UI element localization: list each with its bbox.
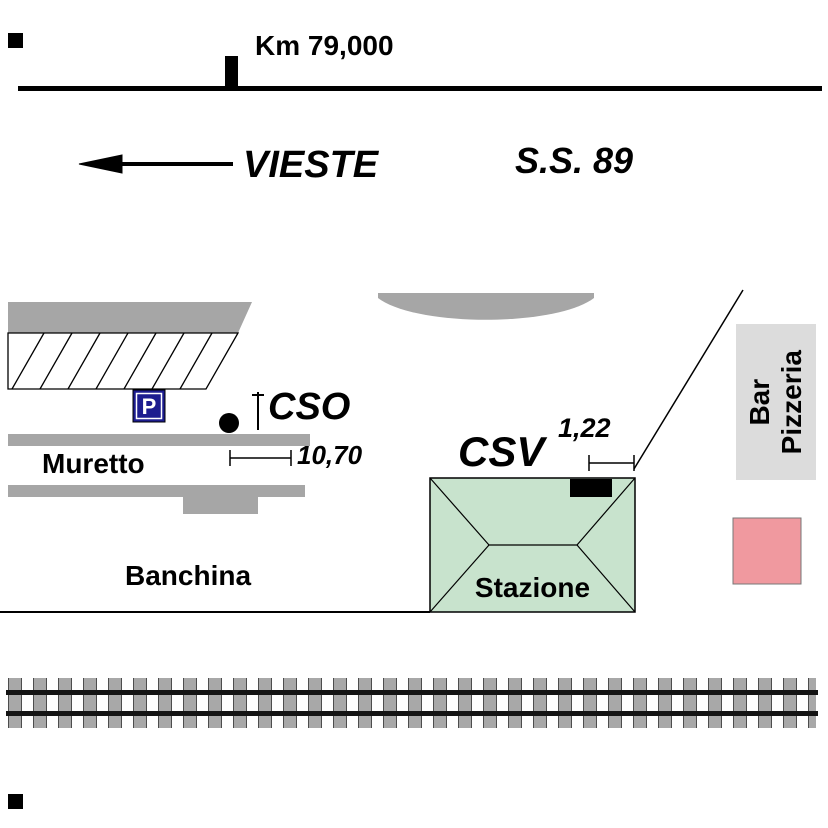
csv-marker [570,479,612,497]
stazione-label: Stazione [474,572,591,603]
cso-distance-ticks [229,450,292,466]
pink-building [732,517,802,585]
cso-distance-label: 10,70 [297,440,363,470]
cso-point [219,413,239,433]
muretto-wall-stub [183,497,258,514]
csv-distance-ticks [588,455,635,471]
direction-label: VIESTE [243,144,379,186]
banchina-label: Banchina [125,560,252,591]
bar-pizzeria-building [736,324,816,480]
rail-bottom [6,711,818,716]
road-line [18,86,822,91]
km-marker-tick [225,56,238,87]
csv-label: CSV [458,428,545,475]
station-building [429,477,636,613]
bar-pizzeria-label-wrap: Bar Pizzeria [736,324,816,480]
bar-label-line1: Bar [743,378,775,426]
bar-label-line2: Pizzeria [776,349,807,455]
corner-mark-bottom-left [8,794,23,809]
cso-label: CSO [268,386,351,428]
railway-track [6,678,818,728]
bar-pizzeria-label: Bar Pizzeria [744,350,808,454]
km-label: Km 79,000 [255,30,394,61]
muretto-wall-upper [8,434,310,446]
direction-arrow [78,154,233,174]
muretto-wall-lower [8,485,305,497]
rail-top [6,690,818,695]
canopy [378,293,594,320]
access-road-line [633,289,744,470]
csv-distance-label: 1,22 [558,413,611,443]
ramp-gray-band [8,302,252,333]
station-roof-lines [429,477,636,613]
cso-signal-pole [252,392,264,430]
parking-sign-letter: P [142,394,157,419]
hatched-area [7,332,240,390]
road-name-label: S.S. 89 [515,140,634,181]
corner-mark-top-left [8,33,23,48]
muretto-label: Muretto [42,448,145,479]
parking-sign: P [132,389,166,423]
